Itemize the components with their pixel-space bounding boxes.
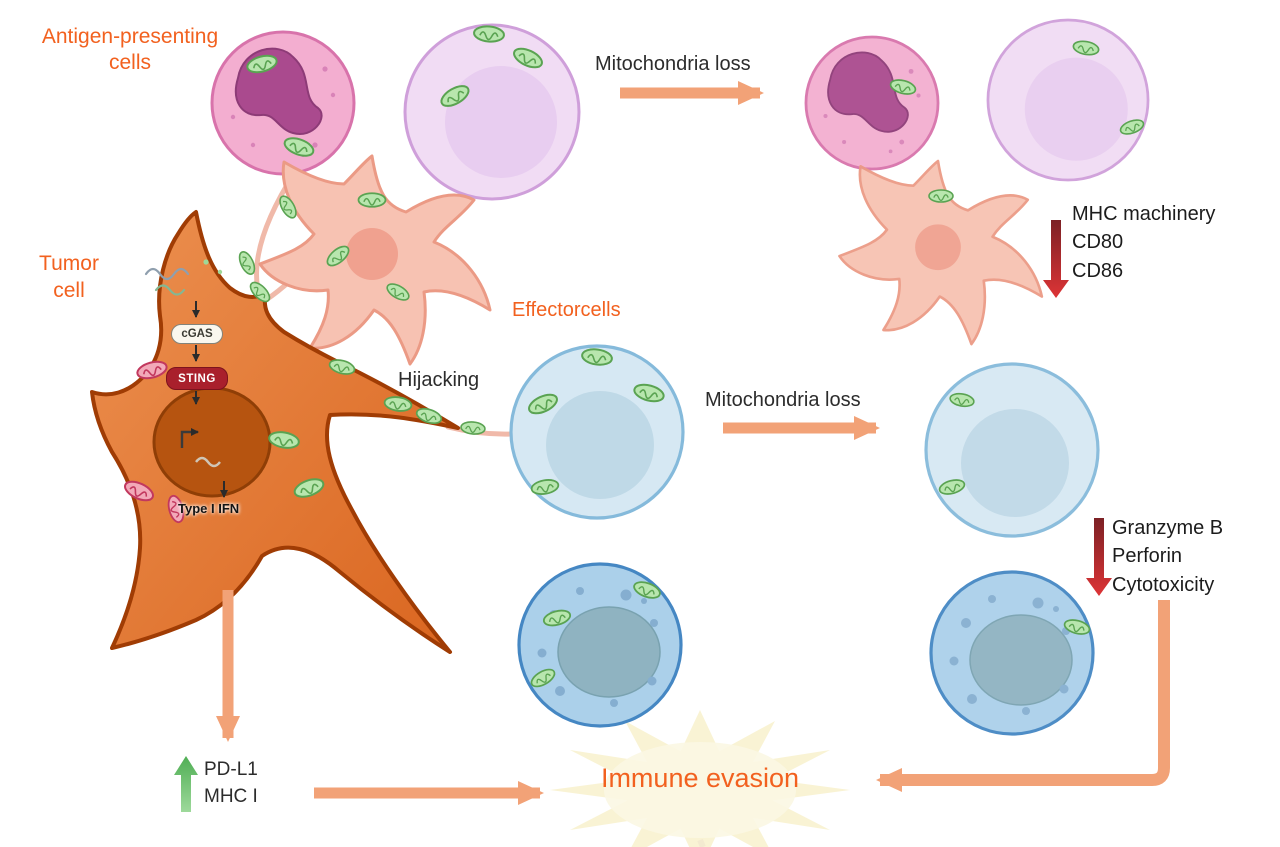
effector-downregulated-list: Granzyme B Perforin Cytotoxicity xyxy=(1112,517,1224,596)
upregulation-arrow xyxy=(174,756,198,812)
dendritic-cell-depleted xyxy=(838,159,1044,346)
tumor-cell-label: Tumor cell xyxy=(39,252,99,303)
macrophage-cell-depleted xyxy=(804,35,940,171)
nucleus-transcription xyxy=(180,428,221,468)
hijacking-label: Hijacking xyxy=(398,369,480,391)
apc-downregulation-arrow xyxy=(1043,220,1069,298)
mitochondrion-icon xyxy=(928,189,954,203)
effector-downregulation-arrow xyxy=(1086,518,1112,596)
immune-evasion-burst xyxy=(550,710,850,847)
lymphoid-apc-cell xyxy=(403,23,581,201)
mitochondrion-icon xyxy=(414,405,444,427)
process-arrows xyxy=(216,81,1170,805)
apc-label: Antigen-presenting cells xyxy=(41,25,219,75)
cytosolic-dna xyxy=(144,259,223,296)
cgas-badge: cGAS xyxy=(171,324,223,344)
tumor-upregulated-list: PD-L1 MHC I xyxy=(204,759,258,807)
effector-t-cell-depleted xyxy=(924,362,1100,538)
evasion-arrow-right xyxy=(876,600,1170,792)
apc-downregulated-list: MHC machinery CD80 CD86 xyxy=(1072,203,1216,282)
nk-cell-depleted xyxy=(929,570,1095,736)
tumor-nucleus xyxy=(152,386,272,498)
downregulation-arrows xyxy=(1043,220,1112,596)
mitochondrion-icon xyxy=(235,248,259,278)
mitochondrion-icon xyxy=(357,192,387,208)
mitochondria-loss-label-effector: Mitochondria loss xyxy=(705,389,861,411)
type-i-ifn-label: Type I IFN xyxy=(178,501,240,516)
mitochondria-loss-label-top: Mitochondria loss xyxy=(595,53,751,75)
immune-evasion-label: Immune evasion xyxy=(600,763,800,793)
effector-cells-label: Effectorcells xyxy=(512,299,621,321)
sting-badge: STING xyxy=(166,367,228,390)
lymphoid-apc-cell-depleted xyxy=(986,18,1150,182)
cgas-sting-pathway-arrows xyxy=(192,301,228,498)
